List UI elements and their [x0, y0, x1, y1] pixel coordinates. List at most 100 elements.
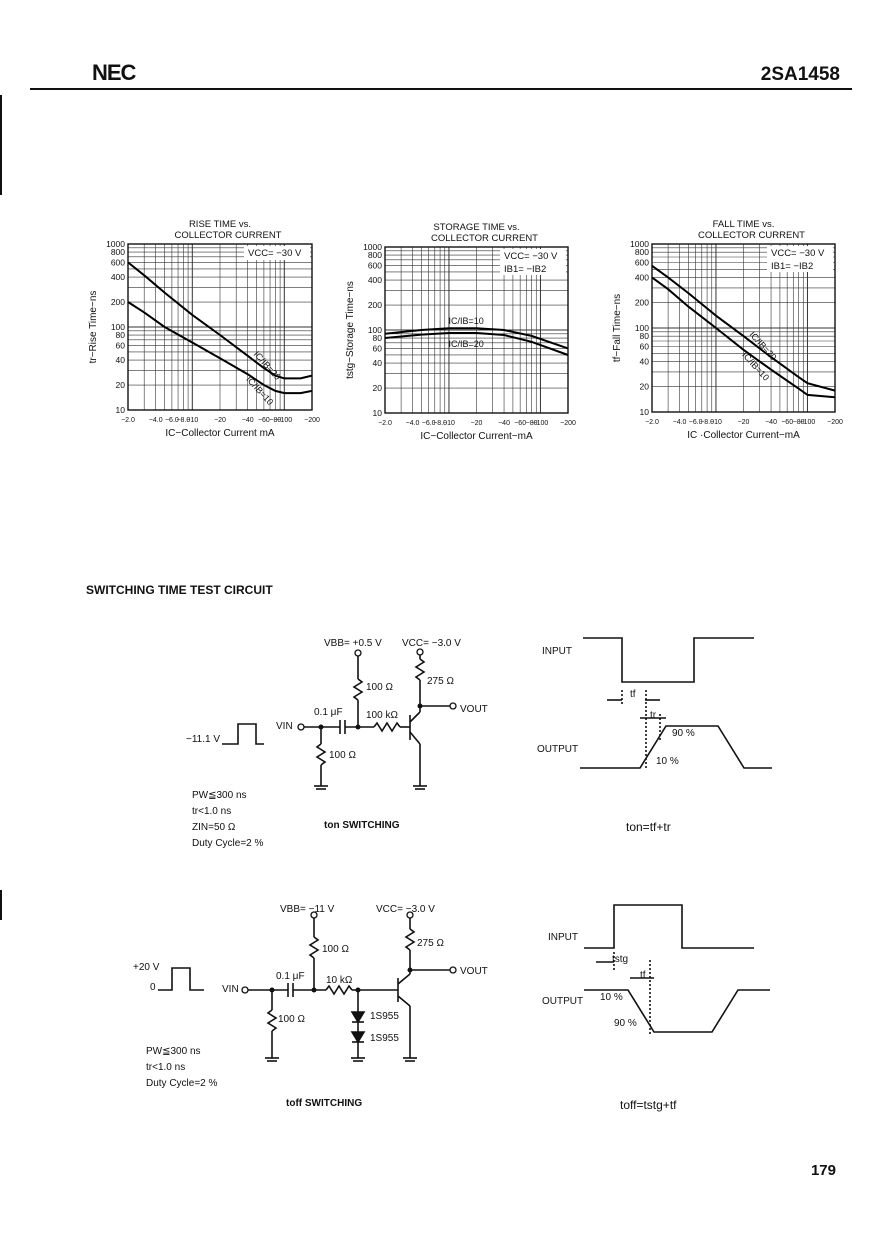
toff-vbb: VBB= −11 V — [280, 904, 335, 915]
condition-box — [767, 246, 833, 272]
chart-title: COLLECTOR CURRENT — [698, 230, 805, 241]
toff-r-bias: 100 Ω — [322, 944, 349, 955]
x-tick-label: −200 — [560, 420, 576, 427]
y-axis-label: tr−Rise Time−ns — [88, 291, 99, 364]
x-tick-label: −2.0 — [645, 419, 659, 426]
y-tick-label: 80 — [373, 333, 383, 343]
series-line — [384, 327, 569, 350]
ton-r-bias: 100 Ω — [366, 682, 393, 693]
header-rule — [30, 88, 852, 90]
series-line — [651, 264, 836, 392]
y-tick-label: 20 — [373, 383, 383, 393]
toff-note: PW≦300 ns — [146, 1046, 201, 1057]
y-tick-label: 20 — [640, 382, 650, 392]
x-tick-label: −4.0 — [406, 420, 420, 427]
ton-caption: ton SWITCHING — [324, 820, 400, 831]
series-line — [384, 332, 569, 356]
margin-mark — [0, 890, 2, 920]
y-tick-label: 800 — [111, 247, 125, 257]
y-tick-label: 200 — [635, 298, 649, 308]
y-tick-label: 100 — [368, 325, 382, 335]
toff-vin: VIN — [222, 984, 239, 995]
ton-tf: tf — [630, 689, 636, 700]
margin-mark — [0, 95, 2, 195]
y-tick-label: 600 — [368, 260, 382, 270]
ton-vcc: VCC= −3.0 V — [402, 638, 461, 649]
x-tick-label: −20 — [738, 419, 750, 426]
plot-frame — [651, 243, 836, 413]
toff-note: tr<1.0 ns — [146, 1062, 186, 1073]
y-tick-label: 800 — [635, 247, 649, 257]
x-tick-label: −8.0 — [433, 420, 447, 427]
x-axis-label: IC ·Collector Current−mA — [687, 430, 800, 441]
toff-diode2: 1S955 — [370, 1033, 399, 1044]
x-tick-label: −40 — [498, 420, 510, 427]
y-tick-label: 60 — [640, 342, 650, 352]
y-tick-label: 600 — [111, 257, 125, 267]
toff-r-base: 10 kΩ — [326, 975, 353, 986]
y-tick-label: 10 — [116, 405, 126, 415]
x-axis-label: IC−Collector Current mA — [165, 428, 275, 439]
y-tick-label: 40 — [640, 356, 650, 366]
toff-input-label: INPUT — [548, 932, 578, 943]
toff-pulse-low: 0 — [150, 982, 156, 993]
x-tick-label: −4.0 — [673, 419, 687, 426]
x-tick-label: −10 — [710, 419, 722, 426]
toff-p90: 90 % — [614, 1018, 637, 1029]
ton-r-collector: 275 Ω — [427, 676, 454, 687]
toff-vout: VOUT — [460, 966, 488, 977]
x-tick-label: −60 — [258, 417, 270, 424]
toff-caption: toff SWITCHING — [286, 1098, 363, 1109]
x-tick-label: −4.0 — [149, 417, 163, 424]
y-tick-label: 800 — [368, 250, 382, 260]
chart-title: FALL TIME vs. — [713, 219, 775, 230]
ton-cap: 0.1 μF — [314, 707, 343, 718]
ton-note: Duty Cycle=2 % — [192, 838, 264, 849]
x-tick-label: −20 — [471, 420, 483, 427]
toff-diode1: 1S955 — [370, 1011, 399, 1022]
y-tick-label: 100 — [111, 322, 125, 332]
x-tick-label: −100 — [533, 420, 549, 427]
x-tick-label: −60 — [781, 419, 793, 426]
condition-box — [500, 249, 566, 275]
brand-logo: NEC — [92, 60, 136, 85]
y-tick-label: 400 — [111, 272, 125, 282]
ton-input-label: INPUT — [542, 646, 572, 657]
condition-text: VCC= −30 V — [771, 248, 825, 259]
ton-note: ZIN=50 Ω — [192, 822, 236, 833]
part-number: 2SA1458 — [760, 64, 840, 85]
x-tick-label: −60 — [514, 420, 526, 427]
series-label: IC/IB=10 — [449, 316, 484, 326]
toff-p10: 10 % — [600, 992, 623, 1003]
x-tick-label: −8.0 — [176, 417, 190, 424]
section-title: SWITCHING TIME TEST CIRCUIT — [86, 583, 273, 597]
ton-formula: ton=tf+tr — [626, 820, 671, 834]
y-tick-label: 100 — [635, 323, 649, 333]
plot-frame — [384, 246, 569, 414]
chart-title: RISE TIME vs. — [189, 219, 251, 230]
y-tick-label: 40 — [116, 355, 126, 365]
y-tick-label: 400 — [635, 272, 649, 282]
x-tick-label: −10 — [443, 420, 455, 427]
condition-text: VCC= −30 V — [504, 251, 558, 262]
x-tick-label: −20 — [214, 417, 226, 424]
y-tick-label: 400 — [368, 275, 382, 285]
ton-output-label: OUTPUT — [537, 744, 579, 755]
ton-pulse-level: −11.1 V — [186, 734, 221, 745]
x-axis-label: IC−Collector Current−mA — [420, 431, 533, 442]
x-tick-label: −200 — [827, 419, 843, 426]
chart-title: STORAGE TIME vs. — [433, 222, 519, 233]
toff-formula: toff=tstg+tf — [620, 1098, 677, 1112]
toff-r-input: 100 Ω — [278, 1014, 305, 1025]
x-tick-label: −2.0 — [378, 420, 392, 427]
x-tick-label: −80 — [526, 420, 538, 427]
condition-text: VCC= −30 V — [248, 248, 302, 259]
page-number: 179 — [810, 1162, 836, 1179]
plot-frame — [127, 243, 313, 411]
toff-tf: tf — [640, 970, 646, 981]
ton-note: tr<1.0 ns — [192, 806, 232, 817]
y-tick-label: 60 — [116, 340, 126, 350]
y-tick-label: 200 — [111, 297, 125, 307]
y-axis-label: tf−Fall Time−ns — [612, 294, 623, 362]
